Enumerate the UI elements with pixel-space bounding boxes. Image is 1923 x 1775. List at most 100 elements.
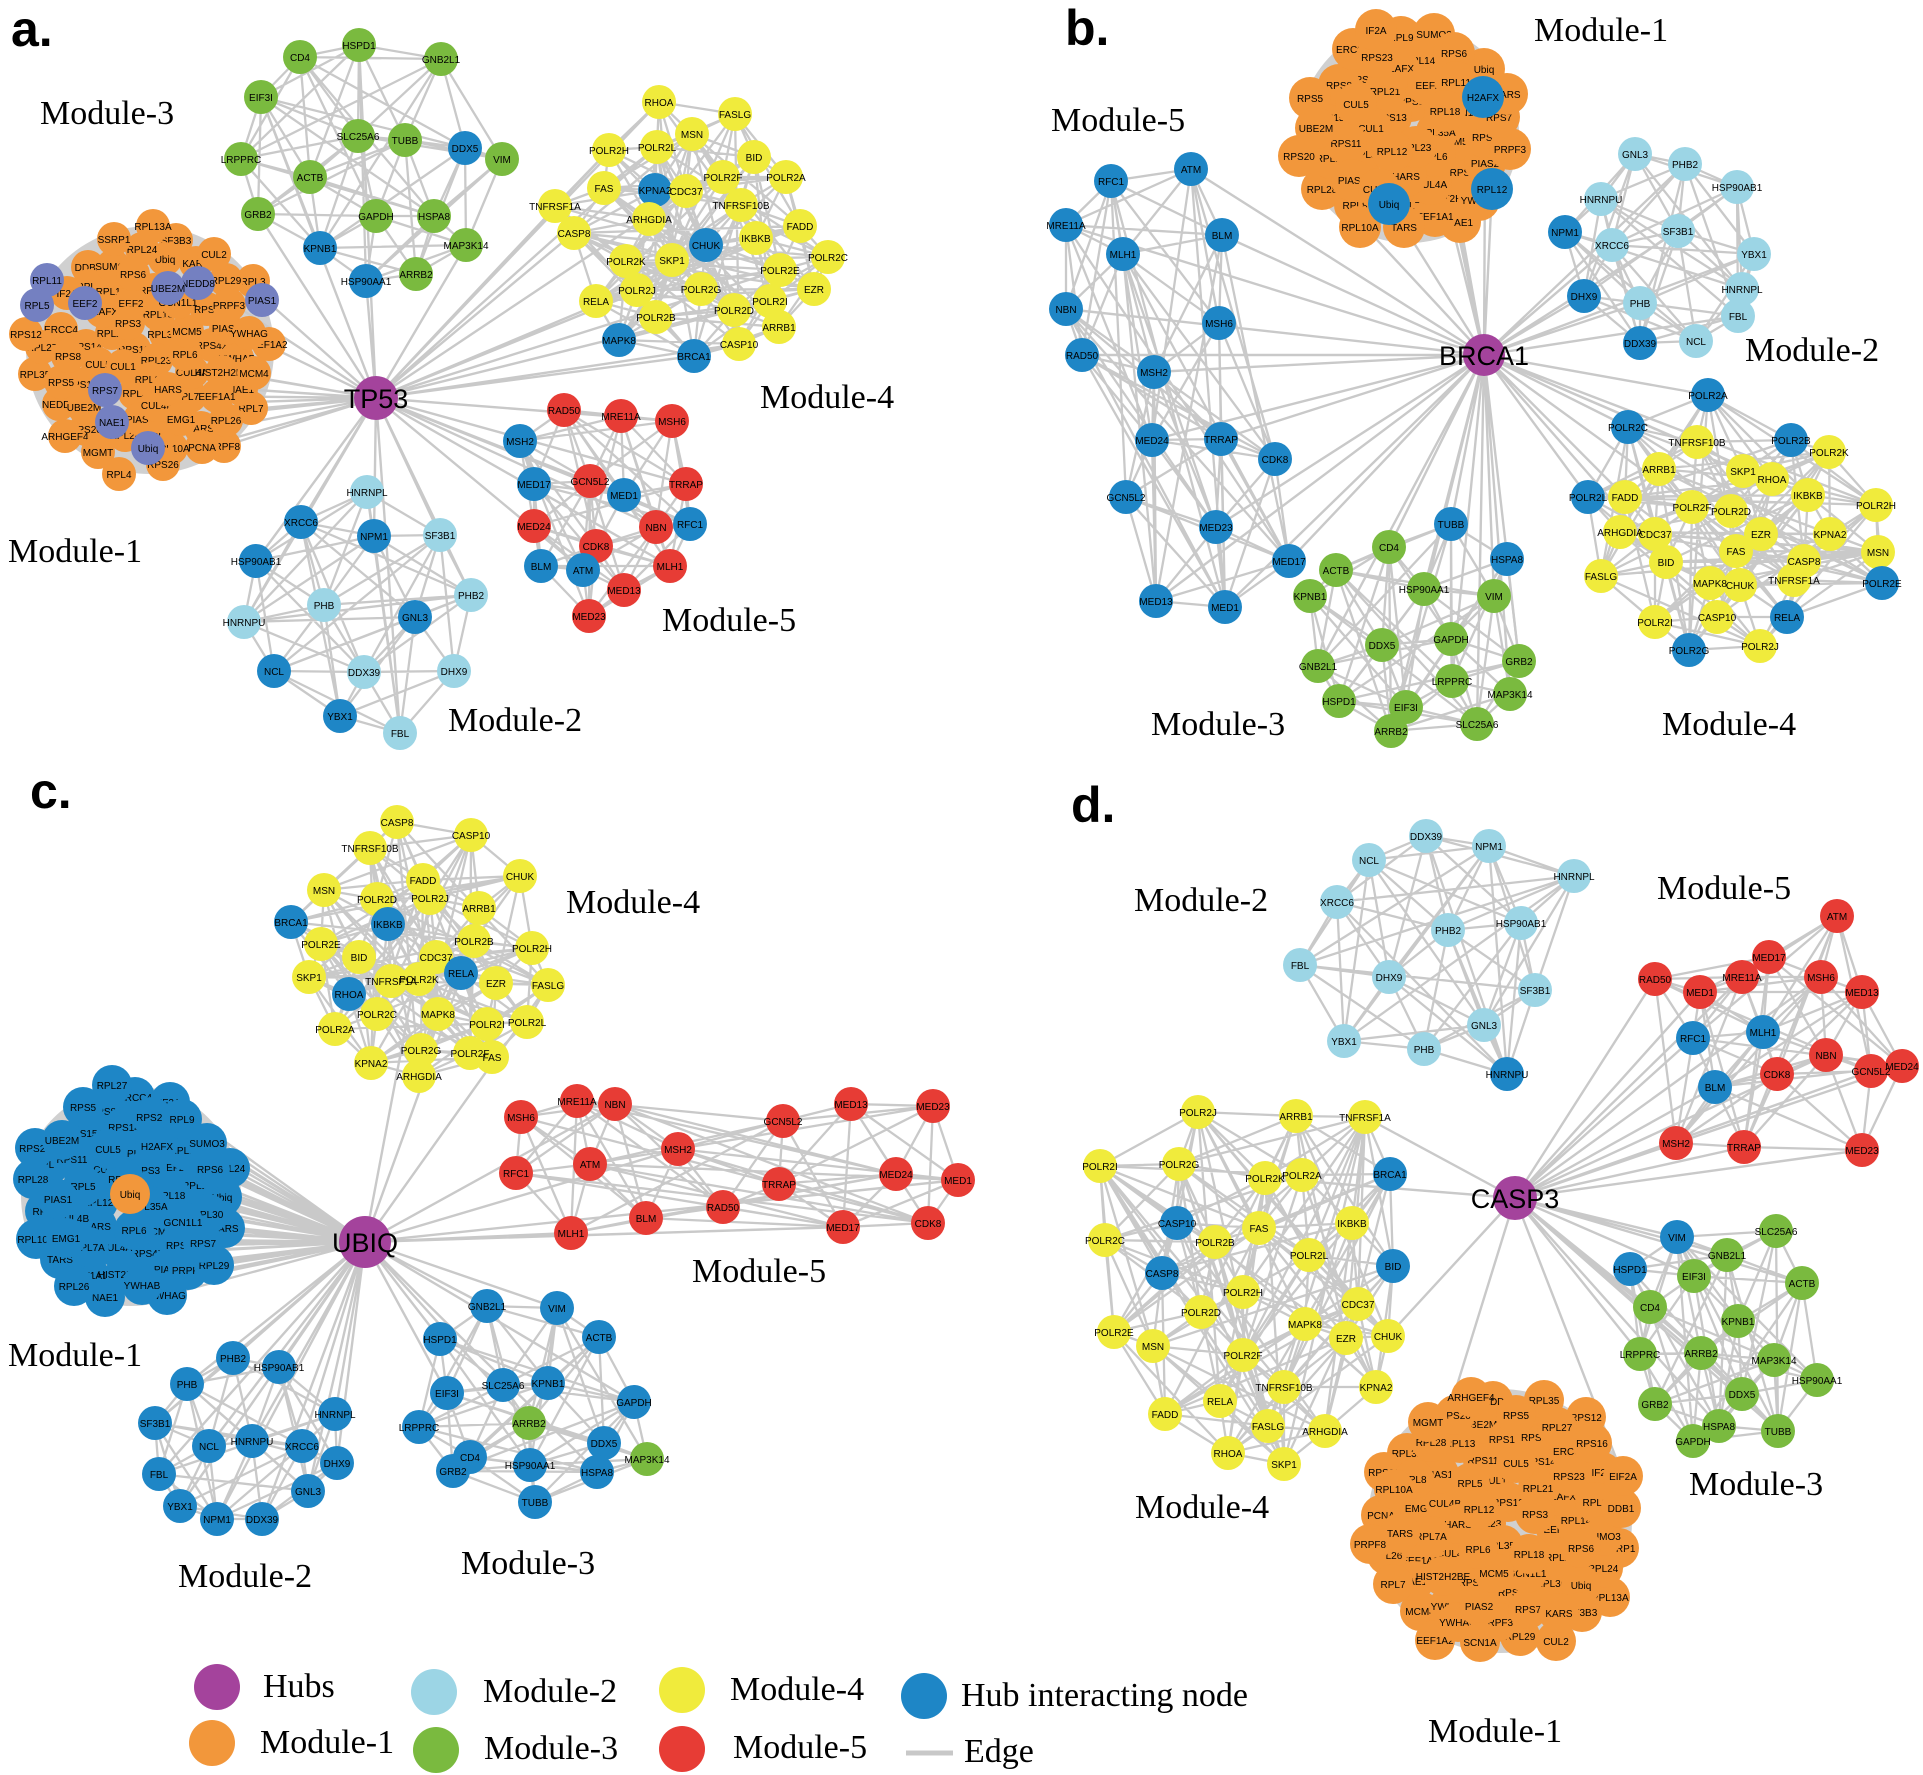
- svg-text:TRRAP: TRRAP: [762, 1180, 796, 1191]
- svg-text:KARS: KARS: [1545, 1609, 1573, 1620]
- svg-text:RPS2: RPS2: [1498, 1588, 1525, 1599]
- svg-text:CUL2: CUL2: [201, 250, 227, 261]
- svg-text:RPL11: RPL11: [1441, 78, 1471, 89]
- svg-text:KPNB1: KPNB1: [532, 1379, 565, 1390]
- svg-text:KARS: KARS: [1493, 90, 1521, 101]
- svg-text:RPL35: RPL35: [20, 370, 51, 381]
- svg-text:Ubiq: Ubiq: [1379, 200, 1400, 211]
- svg-text:DDX5: DDX5: [452, 144, 479, 155]
- svg-text:Module-4: Module-4: [1135, 1489, 1269, 1526]
- svg-text:MSH2: MSH2: [1662, 1139, 1690, 1150]
- svg-text:GNB2L1: GNB2L1: [422, 55, 461, 66]
- svg-text:ACTB: ACTB: [1789, 1279, 1816, 1290]
- svg-text:H2AFX: H2AFX: [141, 1142, 174, 1153]
- svg-text:BLM: BLM: [636, 1214, 657, 1225]
- svg-text:TNFRSF1A: TNFRSF1A: [365, 977, 417, 988]
- svg-text:HNRNPL: HNRNPL: [1721, 285, 1763, 296]
- svg-text:NAE1: NAE1: [1401, 1577, 1428, 1588]
- svg-text:HNRNPU: HNRNPU: [1486, 1070, 1529, 1081]
- svg-text:IF2A: IF2A: [1365, 26, 1386, 37]
- svg-text:RPS3: RPS3: [115, 319, 142, 330]
- svg-text:RPS6: RPS6: [197, 1165, 224, 1176]
- svg-text:GRB2: GRB2: [1505, 657, 1533, 668]
- svg-text:HSP90AB1: HSP90AB1: [1496, 919, 1547, 930]
- svg-text:RPL7: RPL7: [238, 404, 263, 415]
- svg-text:YWHAB: YWHAB: [124, 1281, 161, 1292]
- svg-text:ARRB2: ARRB2: [399, 270, 433, 281]
- svg-text:HSP90AA1: HSP90AA1: [1399, 585, 1450, 596]
- svg-text:RPL11: RPL11: [1545, 1553, 1575, 1564]
- svg-text:POLR2D: POLR2D: [357, 895, 397, 906]
- svg-text:GNB2L1: GNB2L1: [468, 1302, 507, 1313]
- svg-text:RPS13: RPS13: [1492, 1498, 1524, 1509]
- svg-text:BID: BID: [1385, 1262, 1402, 1273]
- svg-text:POLR2G: POLR2G: [681, 285, 722, 296]
- svg-text:Module-3: Module-3: [1151, 706, 1285, 743]
- svg-text:GAPDH: GAPDH: [1433, 635, 1469, 646]
- svg-text:POLR2C: POLR2C: [808, 253, 848, 264]
- svg-text:ERCC4: ERCC4: [44, 325, 78, 336]
- svg-text:ATM: ATM: [1827, 912, 1847, 923]
- svg-text:TARS: TARS: [188, 424, 214, 435]
- svg-text:NCL: NCL: [199, 1442, 219, 1453]
- svg-text:NAE1: NAE1: [99, 418, 126, 429]
- svg-text:PCNA: PCNA: [188, 443, 216, 454]
- svg-text:PHB2: PHB2: [220, 1354, 247, 1365]
- svg-text:ARHGEF4: ARHGEF4: [1447, 1393, 1495, 1404]
- svg-text:CUL4A: CUL4A: [1437, 1549, 1470, 1560]
- svg-text:H2AFX: H2AFX: [1467, 93, 1500, 104]
- svg-text:RPL21: RPL21: [1370, 87, 1401, 98]
- svg-text:RPL5: RPL5: [1351, 150, 1376, 161]
- svg-text:GCN5L2: GCN5L2: [571, 477, 610, 488]
- svg-text:RPS26: RPS26: [147, 460, 179, 471]
- svg-text:CHUK: CHUK: [1726, 581, 1755, 592]
- svg-text:TNFRSF1A: TNFRSF1A: [1768, 576, 1820, 587]
- svg-text:RPS6: RPS6: [1568, 1544, 1595, 1555]
- svg-text:RPL12: RPL12: [135, 375, 166, 386]
- svg-text:MED23: MED23: [1845, 1146, 1879, 1157]
- svg-text:DHX9: DHX9: [441, 667, 468, 678]
- svg-text:RPS4X: RPS4X: [1450, 168, 1483, 179]
- svg-text:HSPD1: HSPD1: [342, 41, 376, 52]
- svg-text:GNL3: GNL3: [1471, 1021, 1498, 1032]
- svg-text:PRPF3: PRPF3: [172, 1266, 205, 1277]
- svg-text:MLH1: MLH1: [657, 562, 684, 573]
- svg-text:RAD50: RAD50: [1066, 351, 1099, 362]
- svg-text:FADD: FADD: [410, 876, 437, 887]
- svg-text:GNL3: GNL3: [1622, 150, 1649, 161]
- svg-text:POLR2A: POLR2A: [315, 1025, 355, 1036]
- svg-text:RPL8: RPL8: [1342, 201, 1367, 212]
- svg-text:RPS7: RPS7: [1515, 1605, 1542, 1616]
- svg-text:SF3B1: SF3B1: [1520, 986, 1551, 997]
- svg-text:PCNA: PCNA: [1367, 1511, 1395, 1522]
- svg-text:POLR2E: POLR2E: [1094, 1328, 1134, 1339]
- svg-text:POLR2B: POLR2B: [454, 937, 494, 948]
- svg-text:CASP10: CASP10: [1158, 1219, 1197, 1230]
- svg-text:CDK8: CDK8: [915, 1219, 942, 1230]
- svg-text:PHB: PHB: [1630, 299, 1651, 310]
- svg-text:Module-4: Module-4: [566, 884, 700, 921]
- svg-text:PIAS1: PIAS1: [1338, 176, 1367, 187]
- svg-text:EMG1: EMG1: [167, 415, 196, 426]
- svg-text:MSN: MSN: [1867, 548, 1889, 559]
- svg-text:POLR2F: POLR2F: [1673, 503, 1712, 514]
- svg-text:EMG1: EMG1: [52, 1234, 81, 1245]
- svg-text:HARS: HARS: [1444, 1520, 1472, 1531]
- svg-text:CD4: CD4: [290, 53, 310, 64]
- svg-text:POLR2H: POLR2H: [589, 146, 629, 157]
- svg-text:POLR2I: POLR2I: [752, 297, 788, 308]
- svg-text:RPL12: RPL12: [1477, 185, 1508, 196]
- svg-text:Edge: Edge: [964, 1733, 1034, 1770]
- svg-text:SCN1A: SCN1A: [1463, 1638, 1497, 1649]
- svg-text:RPL21: RPL21: [1523, 1484, 1554, 1495]
- svg-text:RPL26: RPL26: [59, 1282, 90, 1293]
- svg-text:RPS8: RPS8: [1521, 1433, 1548, 1444]
- svg-text:POLR2B: POLR2B: [1771, 436, 1811, 447]
- svg-text:Module-2: Module-2: [483, 1673, 617, 1710]
- svg-text:RPL9: RPL9: [1388, 33, 1413, 44]
- svg-text:CD4: CD4: [460, 1453, 480, 1464]
- svg-text:UBE2M: UBE2M: [1463, 1420, 1497, 1431]
- svg-text:MED1: MED1: [1686, 988, 1714, 999]
- svg-text:RPS2: RPS2: [1472, 133, 1499, 144]
- svg-text:CASP10: CASP10: [452, 831, 491, 842]
